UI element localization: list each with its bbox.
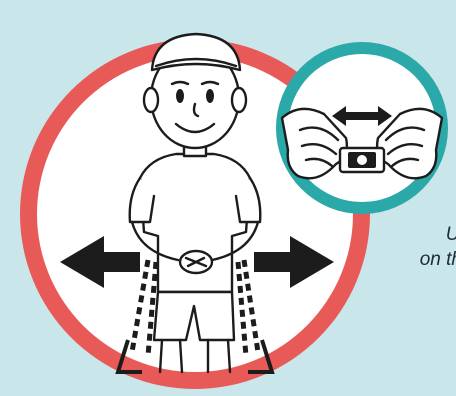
caption-line-1: U [420,222,456,247]
caption: U on th [420,222,456,272]
caption-line-2: on th [420,247,456,272]
